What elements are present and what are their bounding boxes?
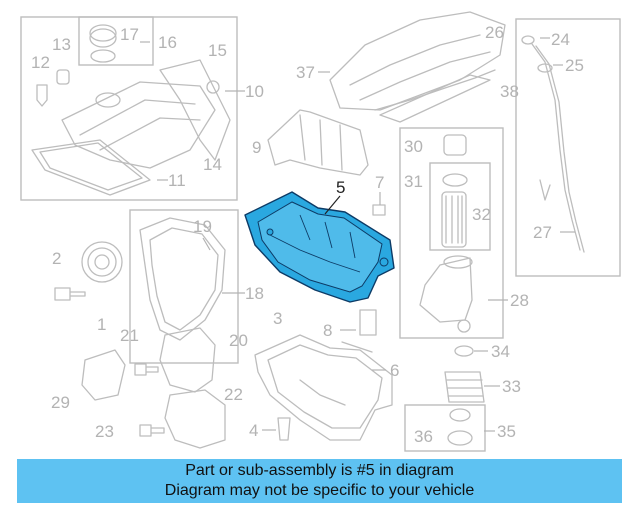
callout-24: 24 (551, 30, 570, 49)
callout-21: 21 (120, 326, 139, 345)
callout-14: 14 (203, 155, 222, 174)
callout-34: 34 (491, 342, 510, 361)
callout-23: 23 (95, 422, 114, 441)
callout-8: 8 (323, 321, 332, 340)
callout-16: 16 (158, 33, 177, 52)
callout-7: 7 (375, 173, 384, 192)
valve-cover-drawing (31, 59, 231, 196)
baffle-drawing (267, 109, 369, 176)
callout-29: 29 (51, 393, 70, 412)
callout-4: 4 (249, 421, 258, 440)
callout-20: 20 (229, 331, 248, 350)
bolts-drawing (54, 204, 386, 441)
callout-27: 27 (533, 223, 552, 242)
oil-cap-group-frame (78, 16, 154, 66)
timing-cover-drawing (139, 217, 226, 341)
callout-labels: 1 2 3 4 5 6 7 8 9 10 11 12 13 14 15 16 1… (31, 23, 584, 446)
callout-35: 35 (497, 422, 516, 441)
callout-9: 9 (252, 138, 261, 157)
oil-filter-drawing (419, 134, 473, 333)
callout-11: 11 (168, 171, 186, 190)
callout-2: 2 (52, 249, 61, 268)
callout-26: 26 (485, 23, 504, 42)
callout-28: 28 (510, 291, 529, 310)
callout-3: 3 (273, 309, 282, 328)
callout-37: 37 (296, 63, 315, 82)
timing-cover-group-frame (129, 209, 239, 364)
intake-manifold-drawing (329, 11, 506, 123)
leader-lines (140, 37, 575, 432)
covers-drawing (81, 327, 226, 449)
lower-oil-pan-drawing (254, 334, 393, 441)
callout-6: 6 (390, 361, 399, 380)
oil-filter-group-frame (429, 162, 491, 251)
oil-cooler-seal-group-frame (404, 404, 486, 452)
callout-10: 10 (245, 82, 264, 101)
callout-22: 22 (224, 385, 243, 404)
crank-pulley-drawing (81, 241, 123, 283)
callout-13: 13 (52, 35, 71, 54)
oil-filter-housing-group-frame (399, 127, 504, 339)
breather-parts-drawing (36, 69, 220, 107)
callout-19: 19 (193, 217, 212, 236)
banner-line-part-number: Part or sub-assembly is #5 in diagram (185, 462, 454, 479)
banner-line-disclaimer: Diagram may not be specific to your vehi… (164, 482, 475, 499)
callout-30: 30 (404, 137, 423, 156)
oil-cap-drawing (89, 24, 117, 63)
callout-38: 38 (500, 82, 519, 101)
diagram-notice-banner: Part or sub-assembly is #5 in diagram Di… (17, 459, 622, 503)
callout-36: 36 (414, 427, 433, 446)
callout-5: 5 (336, 178, 345, 197)
callout-17: 17 (120, 25, 139, 44)
dipstick-drawing (521, 35, 585, 253)
callout-33: 33 (502, 377, 521, 396)
callout-1: 1 (97, 315, 106, 334)
callout-31: 31 (404, 172, 423, 191)
oil-pan-highlighted-drawing (244, 191, 395, 303)
exploded-parts-diagram: 1 2 3 4 5 6 7 8 9 10 11 12 13 14 15 16 1… (20, 11, 621, 452)
callout-18: 18 (245, 284, 264, 303)
callout-25: 25 (565, 56, 584, 75)
dipstick-group-frame (515, 18, 621, 277)
callout-32: 32 (472, 205, 491, 224)
callout-12: 12 (31, 53, 50, 72)
oil-cooler-drawing (444, 345, 485, 446)
callout-15: 15 (208, 41, 227, 60)
